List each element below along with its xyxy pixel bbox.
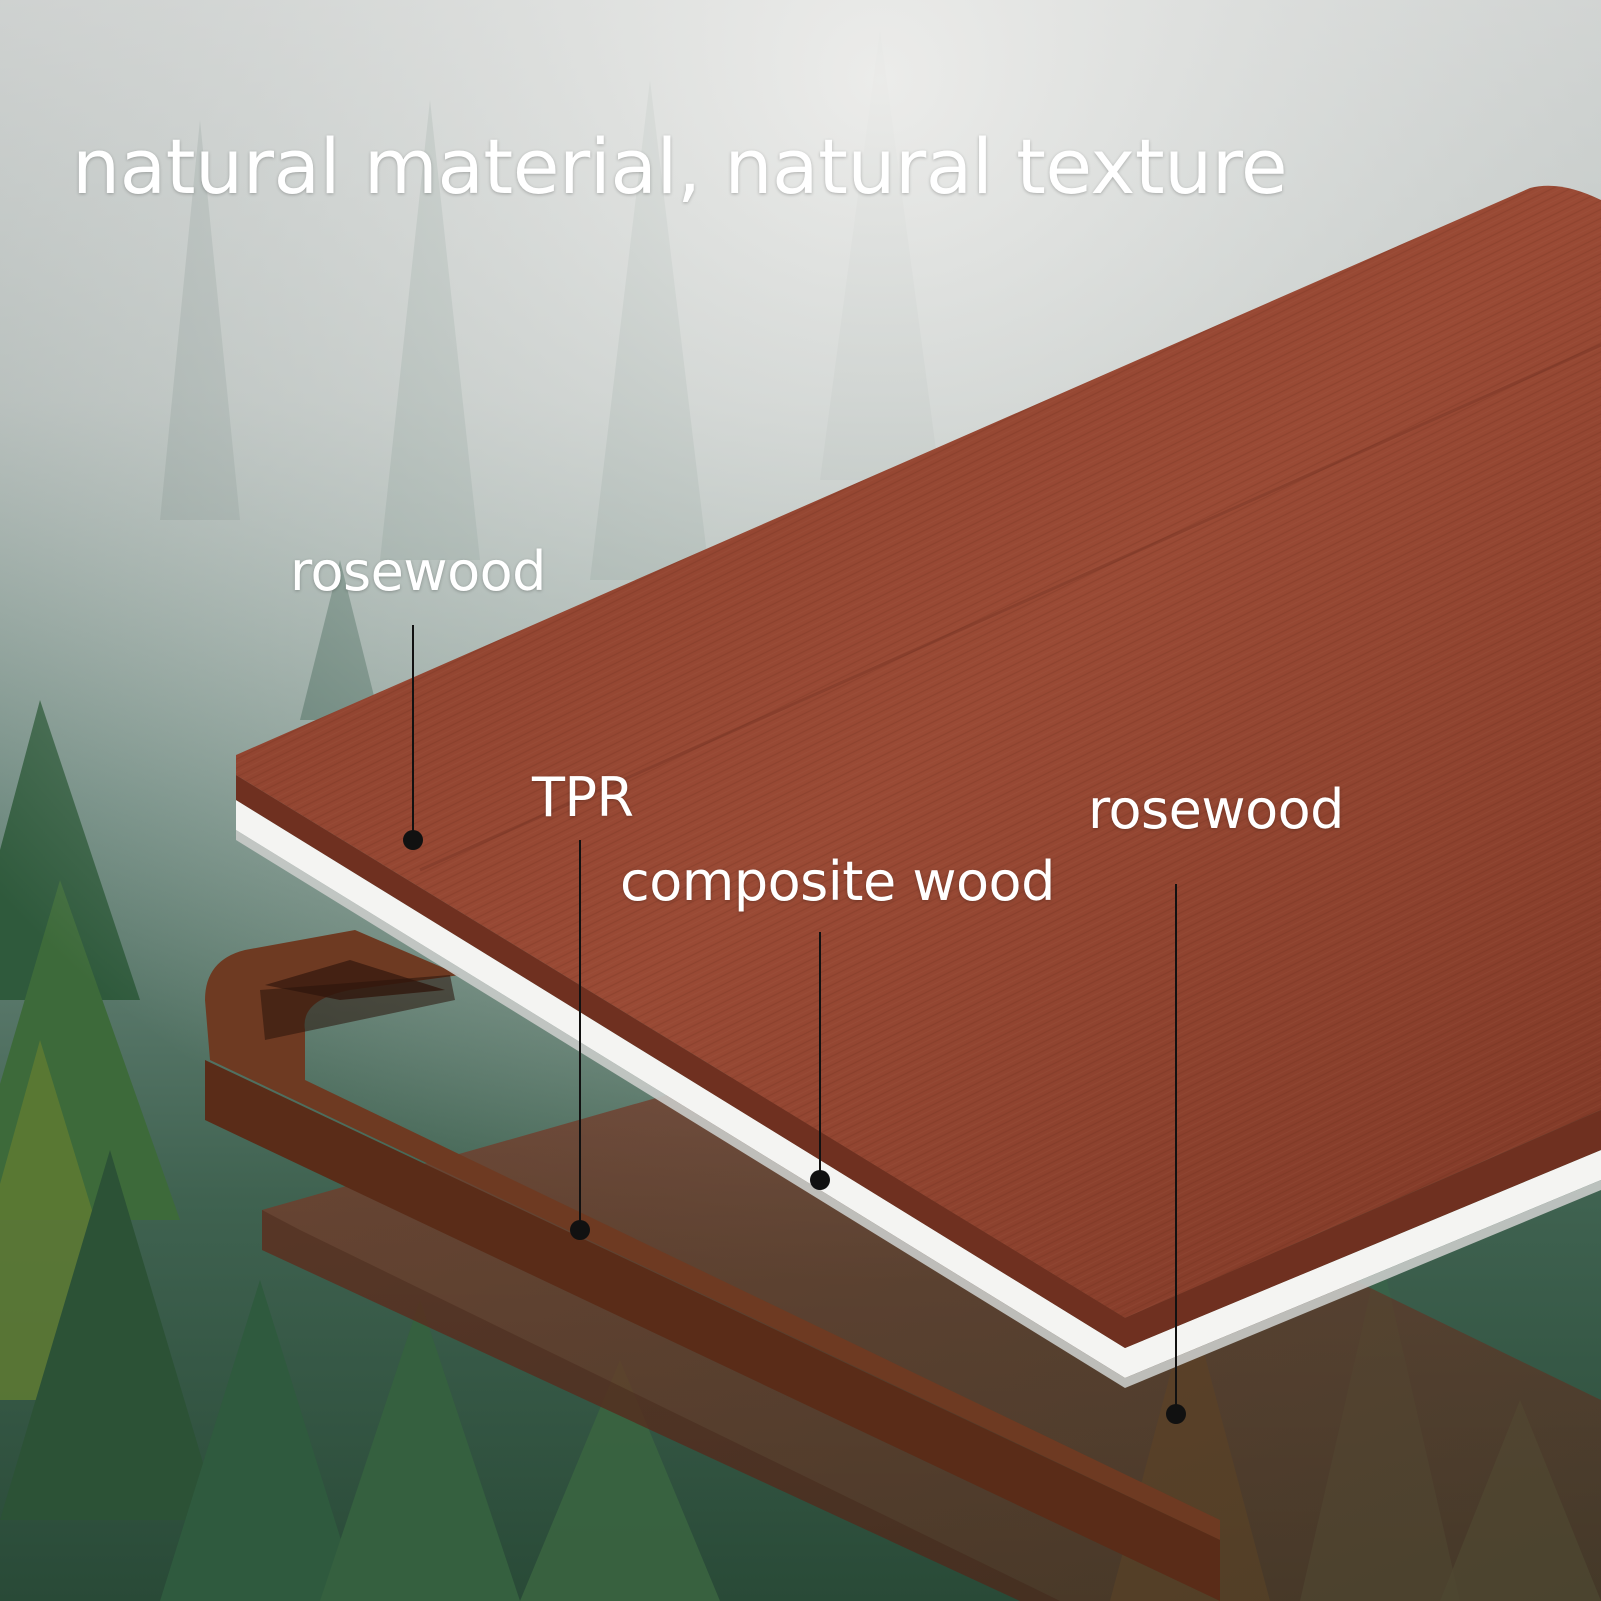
top-board-assembly bbox=[236, 185, 1601, 1388]
marker-rosewood-top bbox=[403, 830, 423, 850]
marker-composite bbox=[810, 1170, 830, 1190]
label-rosewood-bottom: rosewood bbox=[1088, 778, 1344, 841]
bottom-rosewood-board bbox=[262, 1040, 1601, 1601]
label-rosewood-top: rosewood bbox=[290, 540, 546, 603]
label-tpr: TPR bbox=[532, 766, 634, 829]
leader-lines bbox=[403, 625, 1186, 1424]
page-title: natural material, natural texture bbox=[72, 122, 1288, 211]
label-composite-wood: composite wood bbox=[620, 850, 1055, 913]
marker-rosewood-bottom bbox=[1166, 1404, 1186, 1424]
tpr-frame bbox=[205, 930, 1220, 1601]
marker-tpr bbox=[570, 1220, 590, 1240]
